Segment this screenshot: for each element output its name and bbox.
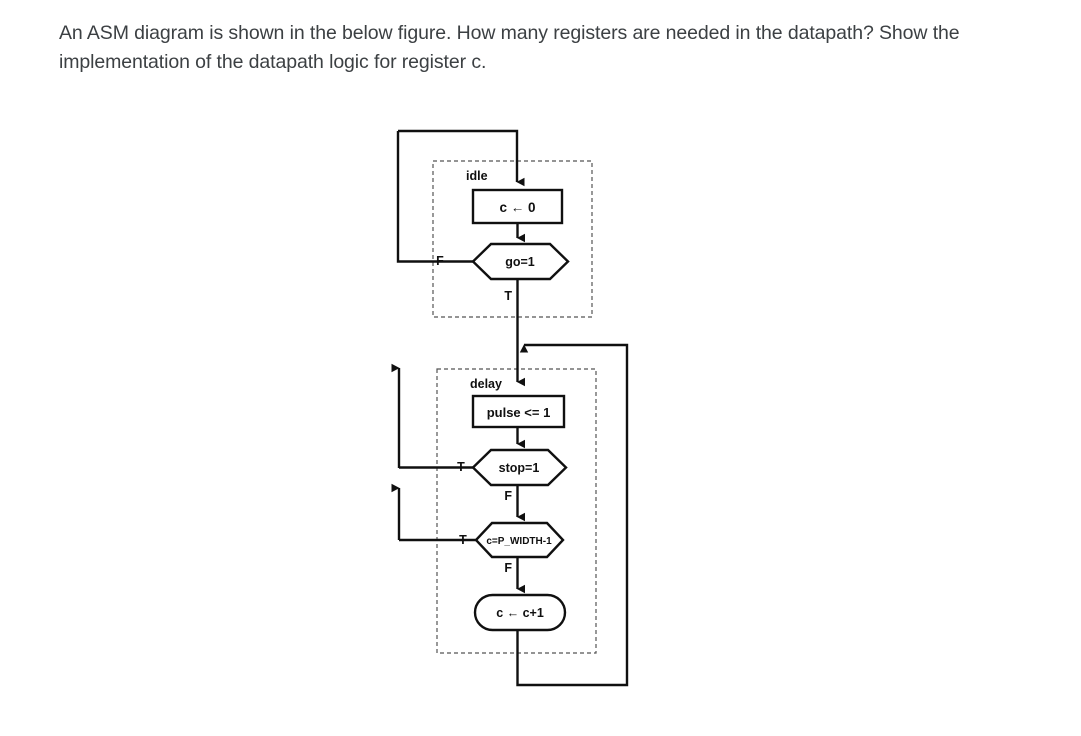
question-text: An ASM diagram is shown in the below fig… bbox=[59, 22, 960, 73]
label-branch-stop-false: F bbox=[504, 489, 512, 503]
label-decision-count: c=P_WIDTH-1 bbox=[486, 536, 552, 547]
label-decision-go: go=1 bbox=[505, 255, 535, 269]
label-branch-count-true: T bbox=[459, 533, 467, 547]
label-assign-c-inc: c ← c+1 bbox=[496, 606, 544, 620]
label-branch-go-false: F bbox=[436, 254, 444, 268]
label-decision-stop: stop=1 bbox=[499, 461, 540, 475]
label-branch-count-false: F bbox=[504, 561, 512, 575]
label-assign-c-zero: c ← 0 bbox=[499, 200, 535, 215]
wire-go-false-feedback-top bbox=[398, 129, 525, 187]
label-assign-pulse: pulse <= 1 bbox=[487, 405, 551, 420]
idle-state-boundary bbox=[432, 160, 593, 318]
conditional-output-assign-c-inc bbox=[473, 593, 567, 632]
wire-loop-back-to-delay bbox=[516, 343, 629, 687]
wire-go-false bbox=[396, 131, 473, 263]
label-delay-state: delay bbox=[470, 377, 502, 391]
label-branch-stop-true: T bbox=[457, 460, 465, 474]
label-idle-state: idle bbox=[466, 169, 488, 183]
label-branch-go-true: T bbox=[504, 289, 512, 303]
state-box-assign-pulse bbox=[471, 394, 566, 429]
asm-diagram-figure: c ← 0 idle go=1 F T delay pulse <= 1 sto… bbox=[0, 100, 1081, 720]
